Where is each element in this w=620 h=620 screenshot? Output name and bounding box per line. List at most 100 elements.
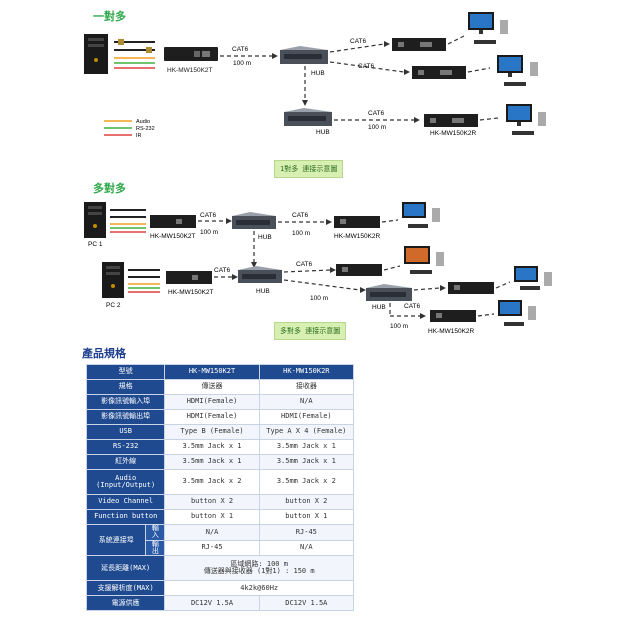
section2-title: 多對多 xyxy=(93,182,126,195)
cable-label: CAT6 xyxy=(350,38,367,45)
monitor-icon xyxy=(498,300,536,326)
row-rx: N/A xyxy=(258,394,355,410)
row-rx: 3.5mm Jack x 1 xyxy=(258,454,355,470)
distance-label: 100 m xyxy=(368,124,386,131)
table-header-row: 型號 HK-MW150K2T HK-MW150K2R xyxy=(85,364,355,380)
distance-label: 100 m xyxy=(310,295,328,302)
row-tx: 傳送器 xyxy=(164,379,260,395)
hub-label: HUB xyxy=(258,234,272,241)
cable-label: CAT6 xyxy=(200,212,217,219)
row-tx: HDMI(Female) xyxy=(164,394,260,410)
sender-label: HK-MW150K2T xyxy=(150,233,196,240)
distance-row-value: 區域網路: 100 m 傳送器與接收器 (1對1) : 150 m xyxy=(164,555,354,582)
row-tx: Type B (Female) xyxy=(164,424,260,440)
header-tx: HK-MW150K2T xyxy=(164,364,260,380)
cable-label: CAT6 xyxy=(214,267,231,274)
row-rx: button X 2 xyxy=(258,494,355,510)
row-rx: HDMI(Female) xyxy=(258,409,355,425)
resolution-label: 支援解析度(MAX) xyxy=(85,580,166,597)
pc2-label: PC 2 xyxy=(106,302,121,309)
distance-label: 100 m xyxy=(233,60,251,67)
monitor-icon xyxy=(468,12,508,44)
table-row: USB Type B (Female) Type A X 4 (Female) xyxy=(85,424,355,440)
receiver-label: HK-MW150K2R xyxy=(430,130,477,137)
row-label: 影像訊號輸入埠 xyxy=(85,394,166,410)
table-row: 影像訊號輸入埠 HDMI(Female) N/A xyxy=(85,394,355,410)
legend-audio: Audio xyxy=(136,119,150,125)
cable-bundle-icon xyxy=(110,209,146,233)
section1-title: 一對多 xyxy=(93,10,126,23)
table-row: Audio (Input/Output) 3.5mm Jack x 2 3.5m… xyxy=(85,469,355,495)
monitor-icon xyxy=(404,246,444,274)
resolution-value: 4k2k@60Hz xyxy=(164,580,354,597)
sender-device-icon xyxy=(166,271,212,284)
sender-label: HK-MW150K2T xyxy=(168,289,214,296)
cable-label: CAT6 xyxy=(296,261,313,268)
hub-icon xyxy=(238,266,282,283)
system-out-tx: RJ-45 xyxy=(164,539,260,557)
row-rx: 接收器 xyxy=(258,379,355,395)
section1-caption: 1對多 連接示意圖 xyxy=(274,160,344,178)
distance-line1: 區域網路: 100 m xyxy=(230,560,288,569)
table-row: 支援解析度(MAX) 4k2k@60Hz xyxy=(85,580,354,597)
cable-label: CAT6 xyxy=(292,212,309,219)
row-label: Function button xyxy=(85,509,166,525)
system-out-label: 輸出 xyxy=(145,539,166,557)
receiver-device-icon xyxy=(430,310,476,322)
power-rx: DC12V 1.5A xyxy=(258,595,355,612)
cable-label: CAT6 xyxy=(358,63,375,70)
legend-ir: IR xyxy=(136,133,142,139)
row-label: Video Channel xyxy=(85,494,166,510)
receiver-device-icon xyxy=(334,216,380,228)
cable-bundle-icon xyxy=(114,39,155,69)
sender-device-icon xyxy=(164,47,218,61)
receiver-label: HK-MW150K2R xyxy=(428,328,475,335)
row-label: Audio (Input/Output) xyxy=(85,469,166,495)
pc-tower-icon xyxy=(84,202,106,238)
table-row: 電源供應 DC12V 1.5A DC12V 1.5A xyxy=(85,595,355,612)
monitor-icon xyxy=(402,202,440,228)
receiver-device-icon xyxy=(392,38,446,51)
cable-label: CAT6 xyxy=(404,303,421,310)
row-label: USB xyxy=(85,424,166,440)
row-tx: button X 2 xyxy=(164,494,260,510)
table-row: Video Channel button X 2 button X 2 xyxy=(85,494,355,510)
system-out-rx: N/A xyxy=(258,539,355,557)
row-tx: button X 1 xyxy=(164,509,260,525)
hub-label: HUB xyxy=(256,288,270,295)
row-label: 規格 xyxy=(85,379,166,395)
header-label: 型號 xyxy=(85,364,166,380)
monitor-icon xyxy=(506,104,546,135)
power-tx: DC12V 1.5A xyxy=(164,595,260,612)
receiver-device-icon xyxy=(448,282,494,294)
hub-label: HUB xyxy=(311,70,325,77)
row-rx: Type A X 4 (Female) xyxy=(258,424,355,440)
system-in-label: 輸入 xyxy=(145,524,166,541)
receiver-device-icon xyxy=(336,264,382,276)
receiver-device-icon xyxy=(412,66,466,79)
hub-icon xyxy=(232,212,276,229)
pc-tower-icon xyxy=(102,262,124,298)
signal-legend: Audio RS-232 IR xyxy=(104,119,155,139)
section2-caption: 多對多 連接示意圖 xyxy=(274,322,347,340)
row-tx: HDMI(Female) xyxy=(164,409,260,425)
pc1-label: PC 1 xyxy=(88,241,103,248)
many-to-many-diagram: PC 1 HK-MW150K2T CAT6 100 m HUB CAT6 100… xyxy=(84,202,552,335)
hub-icon xyxy=(284,108,332,126)
row-label: 紅外線 xyxy=(85,454,166,470)
table-row: 輸出 RJ-45 N/A xyxy=(87,539,355,557)
system-in-rx: RJ-45 xyxy=(258,524,355,541)
distance-label: 100 m xyxy=(200,229,218,236)
row-rx: 3.5mm Jack x 2 xyxy=(258,469,355,495)
power-label: 電源供應 xyxy=(85,595,166,612)
monitor-icon xyxy=(514,266,552,290)
receiver-label: HK-MW150K2R xyxy=(334,233,381,240)
table-row: 影像訊號輸出埠 HDMI(Female) HDMI(Female) xyxy=(85,409,355,425)
table-row: 系統連接埠 輸入 N/A RJ-45 xyxy=(85,523,355,557)
table-row: 延長距離(MAX) 區域網路: 100 m 傳送器與接收器 (1對1) : 15… xyxy=(85,555,354,582)
table-row: 規格 傳送器 接收器 xyxy=(85,379,355,395)
cable-label: CAT6 xyxy=(232,46,249,53)
hub-label: HUB xyxy=(316,129,330,136)
system-label: 系統連接埠 xyxy=(85,523,147,557)
specs-title: 產品規格 xyxy=(82,347,126,360)
